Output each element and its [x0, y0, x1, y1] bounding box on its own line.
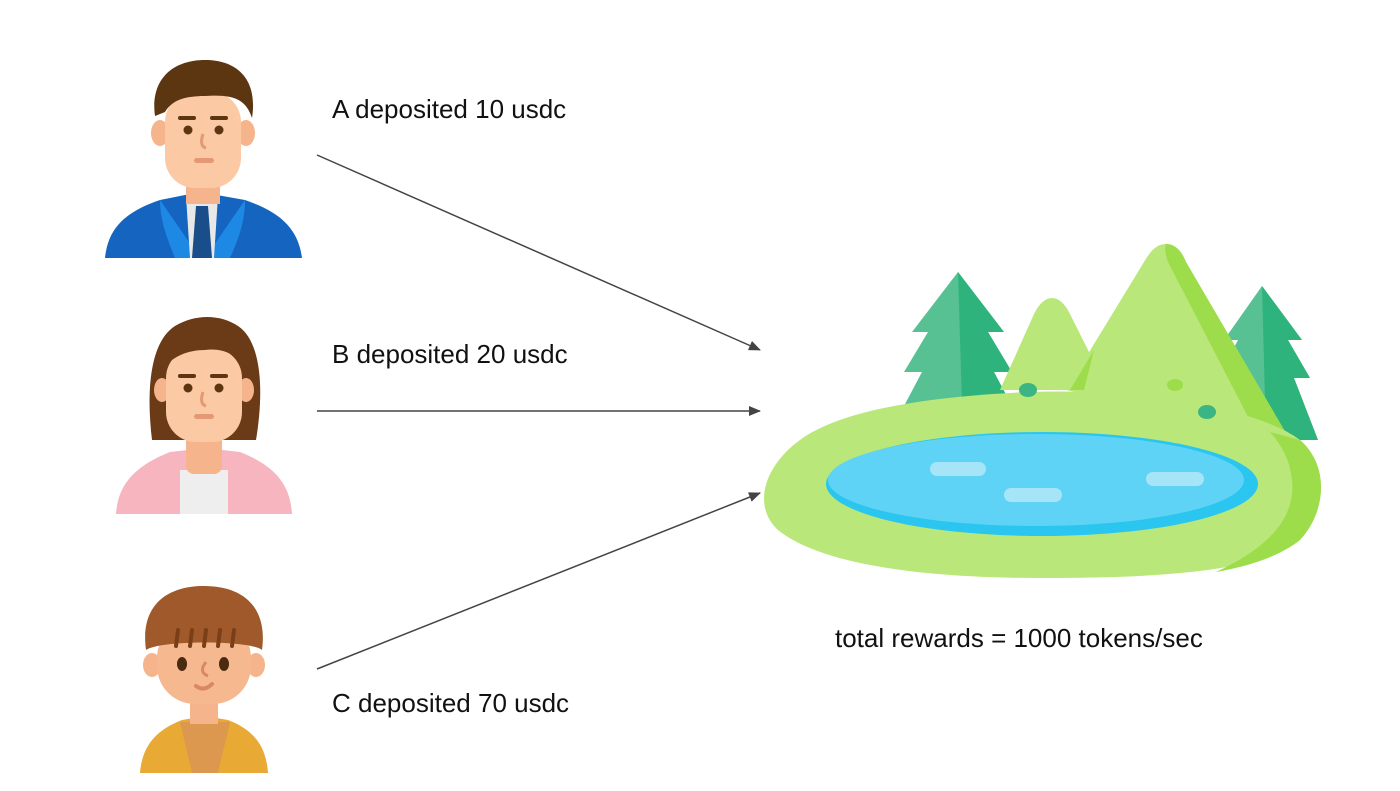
young-man-avatar-icon — [140, 586, 268, 773]
total-rewards-label: total rewards = 1000 tokens/sec — [835, 623, 1203, 653]
depositor-a-label: A deposited 10 usdc — [332, 94, 567, 124]
businessman-avatar-icon — [105, 60, 302, 258]
businesswoman-avatar-icon — [116, 317, 292, 514]
depositor-b-label: B deposited 20 usdc — [332, 339, 568, 369]
arrow-a-to-pool — [316, 154, 761, 351]
arrow-c-to-pool — [316, 492, 761, 670]
depositor-c-label: C deposited 70 usdc — [332, 688, 570, 718]
lake-landscape-icon — [764, 244, 1322, 578]
